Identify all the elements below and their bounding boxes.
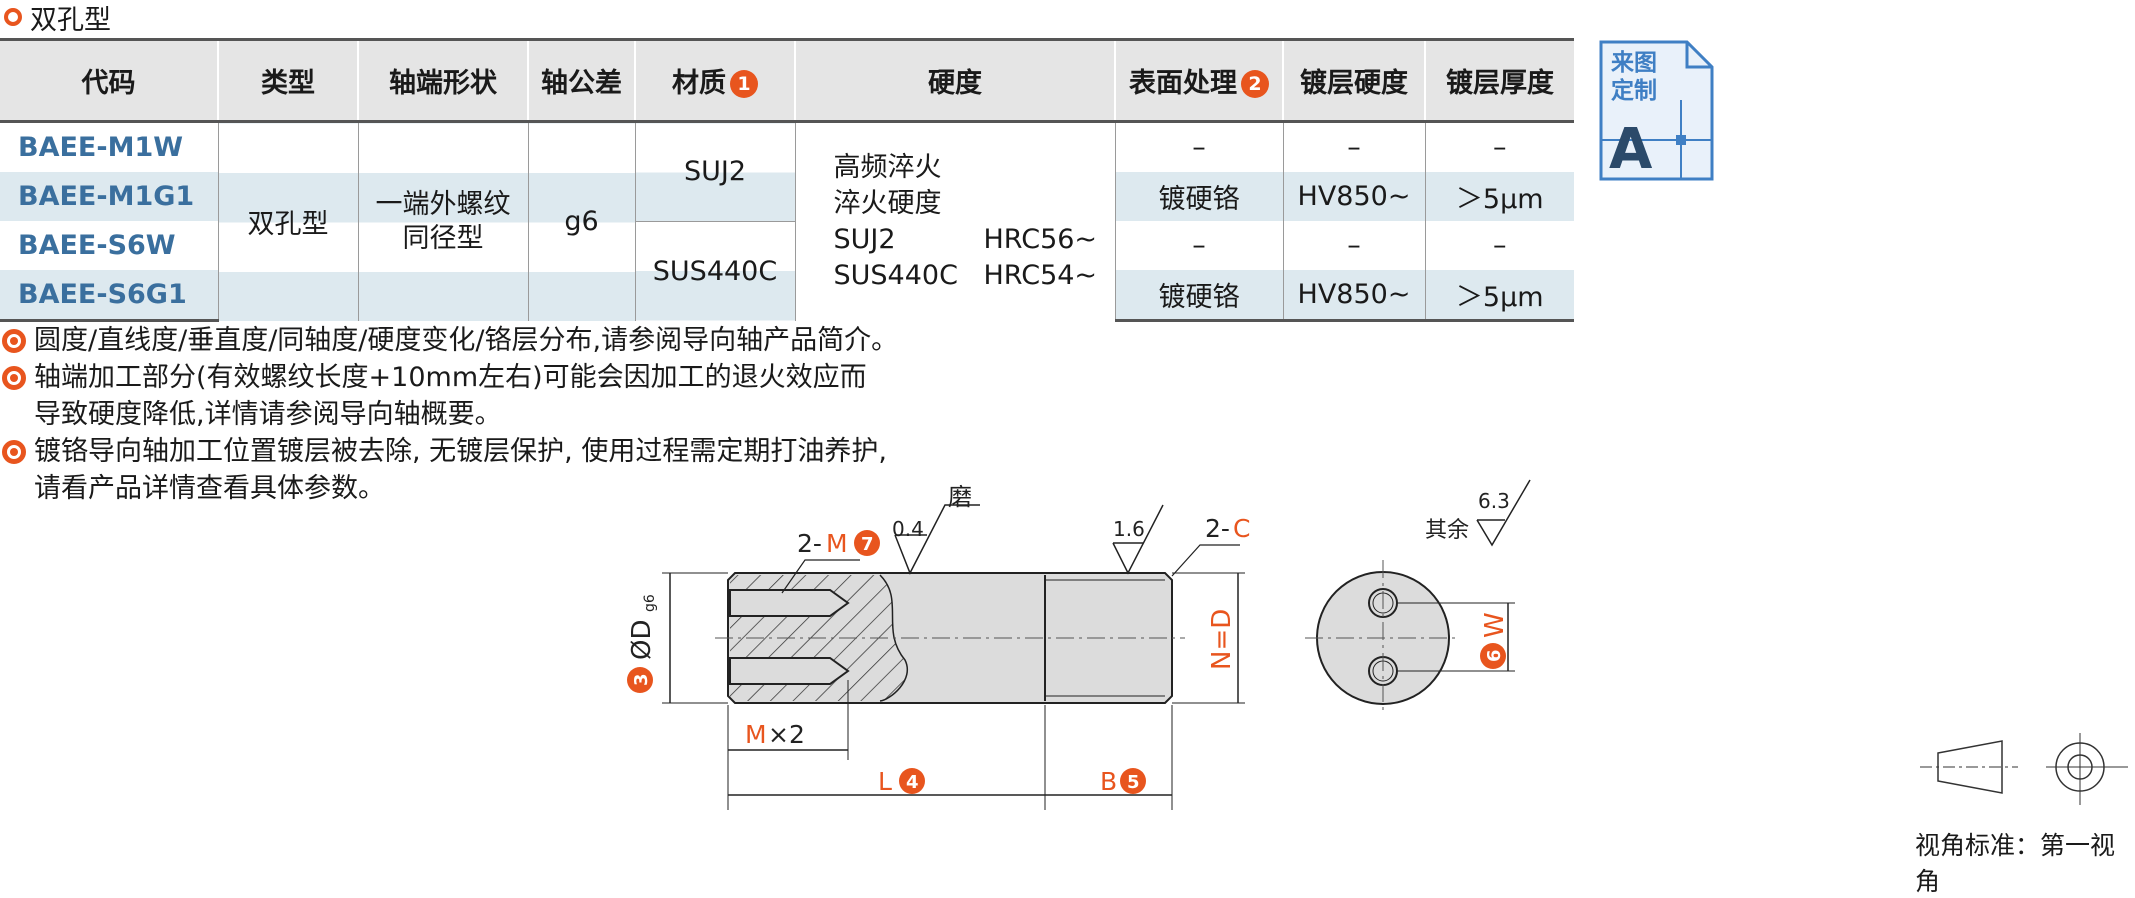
section-title: 双孔型 — [4, 2, 111, 36]
section-title-text: 双孔型 — [30, 4, 111, 36]
svg-text:ØD: ØD — [627, 620, 657, 661]
svg-text:g6: g6 — [642, 594, 658, 612]
tolerance-cell: g6 — [527, 121, 635, 321]
label-2m-prefix: 2- — [797, 529, 822, 558]
num-4: 4 — [906, 772, 919, 793]
svg-text:6: 6 — [1484, 649, 1505, 662]
mx2-m: M — [745, 720, 767, 749]
num-7: 7 — [861, 534, 874, 555]
l-label: L — [878, 767, 892, 796]
label-2m-m: M — [826, 529, 848, 558]
badge-line2: 定制 — [1611, 77, 1657, 104]
svg-text:N=D: N=D — [1207, 609, 1237, 670]
code-cell: BAEE-M1G1 — [0, 172, 218, 221]
plate-hardness-cell: – — [1282, 221, 1425, 270]
n-eq-d-label: N=D — [1207, 609, 1237, 670]
table-row: BAEE-S6W SUS440C – – – — [0, 220, 1574, 321]
notes-list: 圆度/直线度/垂直度/同轴度/硬度变化/铬层分布,请参阅导向轴产品简介。 轴端加… — [2, 322, 898, 507]
surface-cell: – — [1114, 221, 1283, 270]
code-cell: BAEE-M1W — [0, 121, 218, 172]
label-2c-c: C — [1233, 514, 1250, 543]
code-cell: BAEE-S6W — [0, 221, 218, 270]
view-standard: 视角标准：第一视角 — [1915, 831, 2116, 896]
mx2-rest: ×2 — [768, 720, 805, 749]
header-type: 类型 — [217, 38, 358, 123]
technical-drawing: 2- M 7 0.4 磨 1.6 2- C 其余 6.3 3 ØD g6 N=D… — [627, 479, 1531, 810]
badge-line1: 来图 — [1611, 50, 1657, 76]
title-ring-icon — [4, 8, 22, 26]
material-num-badge: 1 — [730, 70, 758, 98]
material-cell: SUJ2 — [634, 121, 795, 221]
plate-thickness-cell: ＞5μm — [1424, 172, 1574, 221]
num-5: 5 — [1127, 772, 1140, 793]
plate-hardness-cell: HV850~ — [1282, 270, 1425, 322]
label-2c-prefix: 2- — [1205, 514, 1230, 543]
type-cell: 双孔型 — [217, 121, 358, 321]
svg-text:3: 3 — [631, 673, 652, 686]
surface-cell: 镀硬铬 — [1114, 172, 1283, 221]
left-dia-label: 3 ØD g6 — [627, 594, 658, 693]
material-cell: SUS440C — [634, 220, 795, 321]
plate-thickness-cell: – — [1424, 221, 1574, 270]
surface-cell: 镀硬铬 — [1114, 270, 1283, 322]
table-row: BAEE-S6G1 镀硬铬 HV850~ ＞5μm — [0, 270, 1574, 322]
b-label: B — [1100, 767, 1117, 796]
note-item: 轴端加工部分(有效螺纹长度+10mm左右)可能会因加工的退火效应而导致硬度降低,… — [2, 359, 898, 433]
badge-letter: A — [1609, 117, 1653, 181]
table-row: BAEE-M1G1 镀硬铬 HV850~ ＞5μm — [0, 172, 1574, 221]
plate-hardness-cell: HV850~ — [1282, 172, 1425, 221]
header-shaft-end: 轴端形状 — [357, 38, 528, 123]
surface-num-badge: 2 — [1241, 70, 1269, 98]
plate-hardness-cell: – — [1282, 121, 1425, 172]
surface-cell: – — [1114, 121, 1283, 172]
w-label: 6 W — [1480, 612, 1510, 669]
header-code: 代码 — [0, 38, 218, 123]
bullet-ring-icon — [2, 329, 26, 353]
header-plate-thickness: 镀层厚度 — [1424, 38, 1574, 123]
projection-symbol-icon — [1920, 733, 2128, 805]
plate-thickness-cell: ＞5μm — [1424, 270, 1574, 322]
note-item: 圆度/直线度/垂直度/同轴度/硬度变化/铬层分布,请参阅导向轴产品简介。 — [2, 322, 898, 359]
header-plate-hardness: 镀层硬度 — [1282, 38, 1425, 123]
header-hardness: 硬度 — [794, 38, 1115, 123]
other-label: 其余 — [1425, 518, 1469, 543]
table-row: BAEE-M1W 双孔型 一端外螺纹同径型 g6 SUJ2 高频淬火 淬火硬度 … — [0, 121, 1574, 321]
code-cell: BAEE-S6G1 — [0, 270, 218, 322]
roughness-63: 6.3 — [1478, 489, 1510, 513]
roughness-16: 1.6 — [1113, 517, 1145, 541]
roughness-04: 0.4 — [892, 517, 924, 541]
plate-thickness-cell: – — [1424, 121, 1574, 172]
grind-label: 磨 — [948, 483, 972, 511]
svg-text:W: W — [1480, 612, 1510, 638]
bullet-ring-icon — [2, 440, 26, 464]
custom-drawing-badge: 来图 定制 A — [1599, 40, 1714, 181]
bullet-ring-icon — [2, 366, 26, 390]
header-tolerance: 轴公差 — [527, 38, 635, 123]
shaft-end-cell: 一端外螺纹同径型 — [357, 121, 528, 321]
note-item: 镀铬导向轴加工位置镀层被去除, 无镀层保护, 使用过程需定期打油养护,请看产品详… — [2, 433, 898, 507]
